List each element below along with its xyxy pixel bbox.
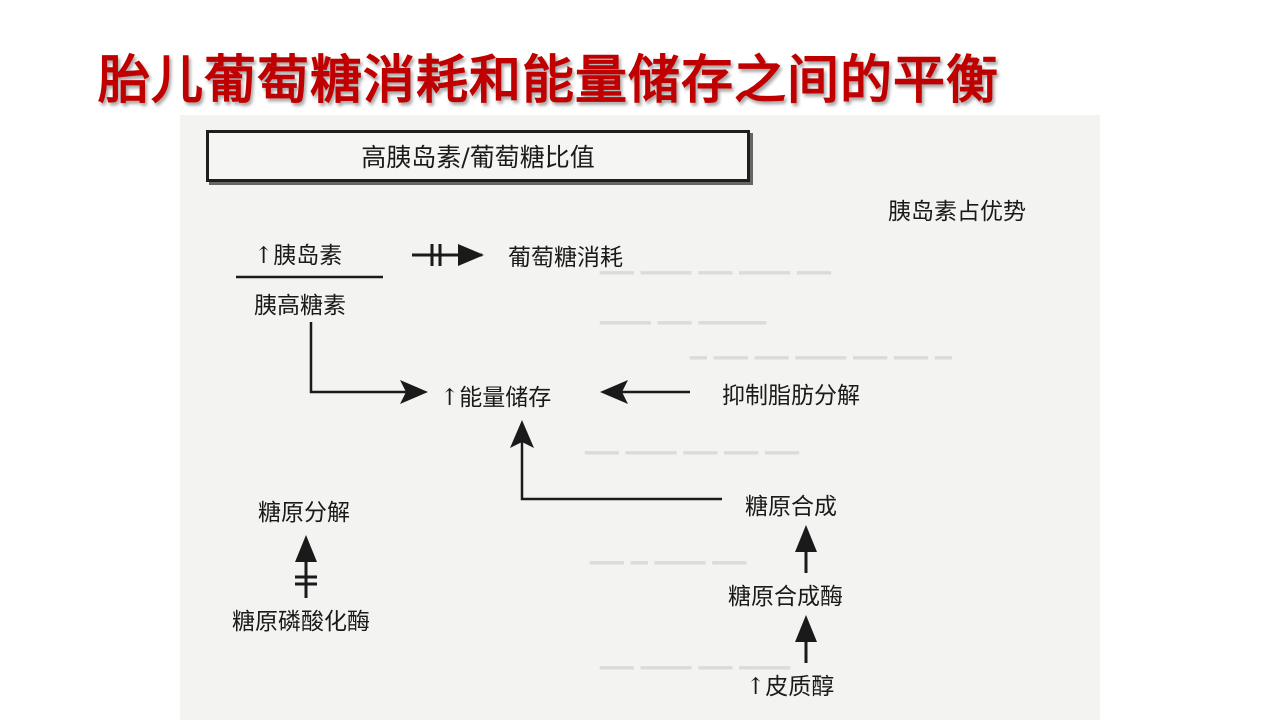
synthase-node: 糖原合成酶 xyxy=(728,584,843,610)
header-box-label: 高胰岛素/葡萄糖比值 xyxy=(361,143,595,172)
diagram-figure xyxy=(180,115,1100,720)
header-box: 高胰岛素/葡萄糖比值 xyxy=(206,130,750,182)
bleed-through-line: ▁▁ ▁▁▁ ▁▁ ▁▁▁ xyxy=(600,645,791,670)
ratio-numerator: ↑胰岛素 xyxy=(254,243,343,269)
bleed-through-line: ▁ ▁▁ ▁▁ ▁▁▁ ▁▁ ▁▁ ▁ xyxy=(690,335,952,360)
bleed-through-line: ▁▁▁ ▁▁ ▁▁▁▁ xyxy=(600,300,767,325)
insulin-dominance-note: 胰岛素占优势 xyxy=(888,199,1026,225)
arrow-ratio-to-energy-storage xyxy=(309,322,428,404)
slide-title: 胎儿葡萄糖消耗和能量储存之间的平衡 xyxy=(98,51,1000,111)
bleed-through-line: ▁▁ ▁▁▁ ▁▁ ▁▁▁ ▁▁ xyxy=(600,250,831,275)
glycogenesis-node: 糖原合成 xyxy=(745,494,837,520)
ratio-denominator: 胰高糖素 xyxy=(254,293,346,319)
blocked-arrow-to-glycogenolysis xyxy=(295,535,317,598)
bleed-through-line: ▁▁ ▁ ▁▁▁ ▁▁ xyxy=(590,540,747,565)
arrow-lipolysis-to-energy-storage xyxy=(600,380,690,404)
arrow-cortisol-to-synthase xyxy=(795,615,817,663)
lipolysis-inhibit-node: 抑制脂肪分解 xyxy=(722,383,860,409)
glycogenolysis-node: 糖原分解 xyxy=(258,500,350,526)
bleed-through-line: ▁▁ ▁▁▁ ▁▁ ▁▁ ▁▁ xyxy=(585,430,800,455)
arrow-glycogenesis-to-energy-storage xyxy=(510,420,722,501)
phosphorylase-node: 糖原磷酸化酶 xyxy=(232,609,370,635)
blocked-arrow-to-glucose-use xyxy=(412,244,484,266)
arrow-synthase-to-glycogenesis xyxy=(795,525,817,573)
cortisol-node: ↑皮质醇 xyxy=(746,674,835,700)
energy-storage-node: ↑能量储存 xyxy=(440,385,552,411)
glucose-use-node: 葡萄糖消耗 xyxy=(508,245,623,271)
